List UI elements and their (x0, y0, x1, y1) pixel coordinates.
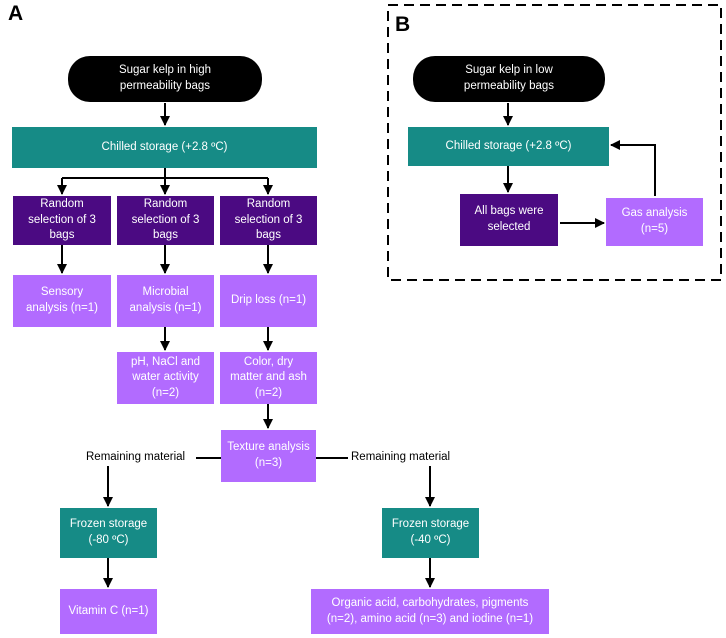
node-gas-analysis: Gas analysis (n=5) (606, 198, 703, 246)
node-sensory-analysis: Sensory analysis (n=1) (13, 275, 111, 327)
node-microbial-analysis: Microbial analysis (n=1) (117, 275, 214, 327)
panel-b-dashed-frame (387, 4, 722, 281)
label-remaining-material-right: Remaining material (351, 451, 451, 463)
node-random-selection-3: Random selection of 3 bags (220, 196, 317, 245)
node-all-bags-selected: All bags were selected (460, 194, 558, 246)
node-texture-analysis: Texture analysis (n=3) (221, 430, 316, 482)
node-vitamin-c: Vitamin C (n=1) (60, 589, 157, 634)
node-kelp-low-permeability: Sugar kelp in low permeability bags (413, 56, 605, 102)
panel-label-b: B (395, 13, 411, 36)
panel-label-a: A (8, 2, 24, 25)
node-frozen-storage-80: Frozen storage (-80 ºC) (60, 508, 157, 558)
node-random-selection-1: Random selection of 3 bags (13, 196, 111, 245)
node-kelp-high-permeability: Sugar kelp in high permeability bags (68, 56, 262, 102)
arrow-b-gas-to-chilled (610, 140, 656, 196)
node-chilled-storage-b: Chilled storage (+2.8 ºC) (408, 127, 609, 166)
node-drip-loss: Drip loss (n=1) (220, 275, 317, 327)
node-frozen-storage-40: Frozen storage (-40 ºC) (382, 508, 479, 558)
node-ph-nacl-water-activity: pH, NaCl and water activity (n=2) (117, 352, 214, 404)
node-random-selection-2: Random selection of 3 bags (117, 196, 214, 245)
node-color-dry-matter-ash: Color, dry matter and ash (n=2) (220, 352, 317, 404)
node-organic-acid-carbohydrates: Organic acid, carbohydrates, pigments (n… (311, 589, 549, 634)
label-remaining-material-left: Remaining material (86, 451, 186, 463)
node-chilled-storage-a: Chilled storage (+2.8 ºC) (12, 127, 317, 168)
